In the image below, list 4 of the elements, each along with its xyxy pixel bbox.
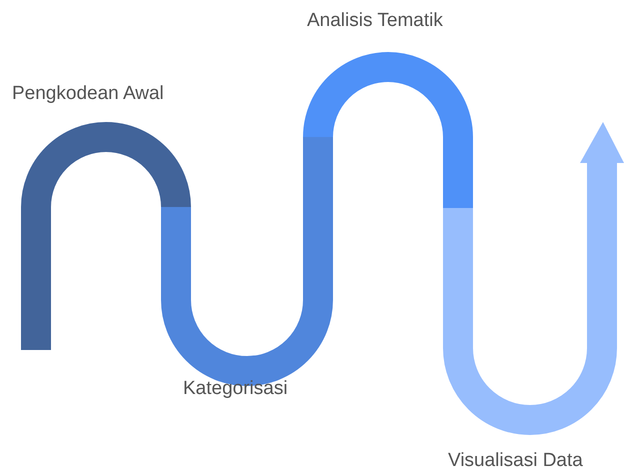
stage-label: Pengkodean Awal xyxy=(12,83,164,106)
stage-label: Analisis Tematik xyxy=(307,10,443,33)
stage-label: Visualisasi Data xyxy=(448,450,583,473)
stage-label: Kategorisasi xyxy=(183,378,288,401)
